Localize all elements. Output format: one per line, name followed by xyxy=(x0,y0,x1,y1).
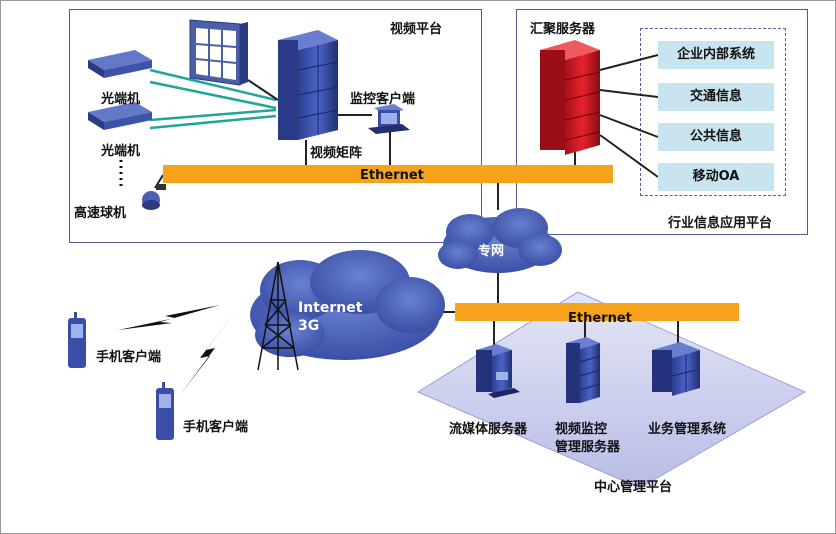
industry-platform-panel xyxy=(516,9,808,235)
dome-camera-icon xyxy=(142,184,166,210)
center-platform-floor xyxy=(416,291,807,489)
wireless-signals xyxy=(118,305,240,395)
optical-terminal-1-label: 光端机 xyxy=(101,92,141,107)
video-mgmt-server-icon xyxy=(566,337,601,403)
connectors xyxy=(154,54,679,350)
app-mobile-oa: 移动OA xyxy=(658,163,774,191)
mobile-client-1-label: 手机客户端 xyxy=(96,350,162,365)
ethernet-top-label: Ethernet xyxy=(360,168,424,183)
video-platform-title: 视频平台 xyxy=(390,22,443,37)
3g-label: 3G xyxy=(298,318,320,334)
business-system-server-icon xyxy=(652,342,701,396)
mobile-phone-2-icon xyxy=(156,382,174,440)
app-public-info: 公共信息 xyxy=(658,123,774,151)
video-mgmt-server-label-2: 管理服务器 xyxy=(555,440,621,455)
apps-dashed-box xyxy=(640,28,786,196)
internet-label: Internet xyxy=(298,300,363,316)
monitor-client-label: 监控客户端 xyxy=(350,92,416,107)
mobile-phone-1-icon xyxy=(68,312,86,368)
mobile-client-2-label: 手机客户端 xyxy=(183,420,249,435)
private-network-cloud xyxy=(438,208,562,273)
tv-wall-icon xyxy=(189,19,248,86)
streaming-server-label: 流媒体服务器 xyxy=(449,422,528,437)
business-system-label: 业务管理系统 xyxy=(648,422,727,437)
app-enterprise-system: 企业内部系统 xyxy=(658,41,774,69)
streaming-server-icon xyxy=(476,344,520,398)
ethernet-bottom-label: Ethernet xyxy=(568,311,632,326)
optical-terminal-1 xyxy=(88,50,152,78)
optical-terminal-2 xyxy=(88,102,152,130)
optical-terminal-2-label: 光端机 xyxy=(101,144,141,159)
video-matrix-icon xyxy=(278,30,339,140)
optical-links xyxy=(149,68,277,130)
private-network-label: 专网 xyxy=(478,244,505,259)
industry-platform-title: 行业信息应用平台 xyxy=(668,216,773,231)
dome-camera-label: 高速球机 xyxy=(74,206,127,221)
aggregation-server-label: 汇聚服务器 xyxy=(530,22,596,37)
aggregation-server-icon xyxy=(540,40,601,155)
cell-tower-icon xyxy=(257,261,299,371)
ethernet-bar-top xyxy=(163,165,613,183)
monitor-client-icon xyxy=(368,104,410,134)
app-traffic-info: 交通信息 xyxy=(658,83,774,111)
video-platform-panel xyxy=(69,9,482,243)
center-platform-title: 中心管理平台 xyxy=(594,480,673,495)
video-mgmt-server-label-1: 视频监控 xyxy=(555,422,608,437)
video-matrix-label: 视频矩阵 xyxy=(310,146,363,161)
tv-label: TV xyxy=(202,14,214,23)
ethernet-bar-bottom xyxy=(455,303,739,321)
